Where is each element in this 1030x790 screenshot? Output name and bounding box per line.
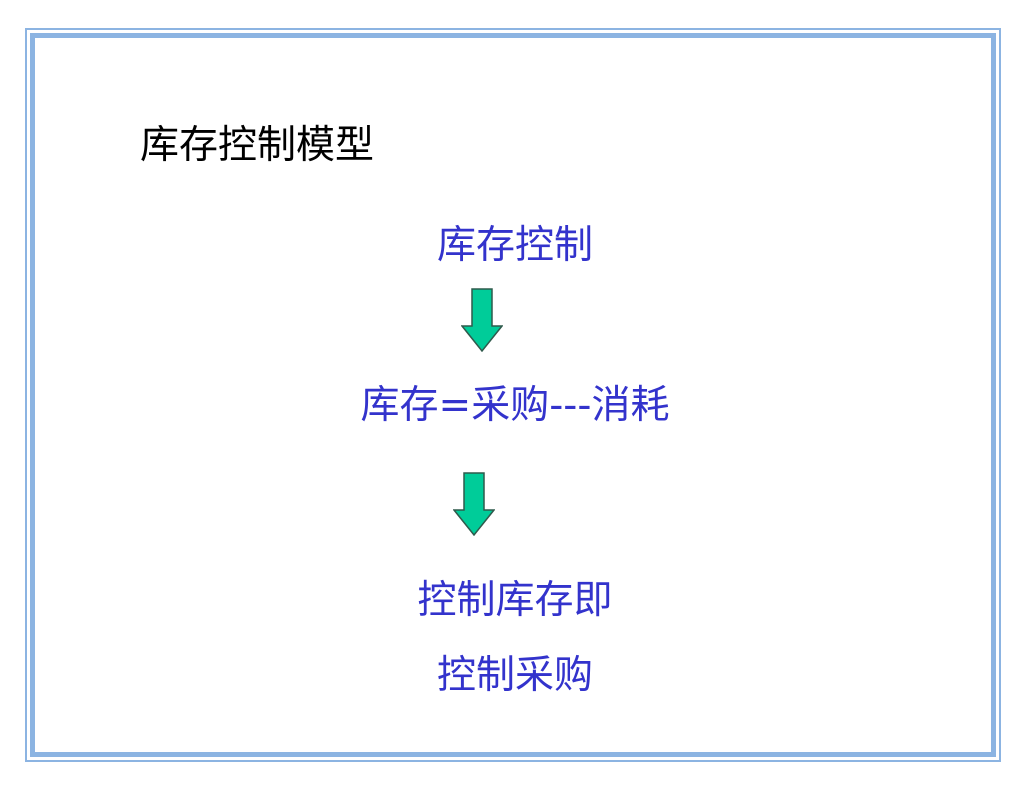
slide-frame-inner [30,33,996,757]
down-arrow-icon [461,288,503,352]
node-conclusion-line2: 控制采购 [436,653,593,698]
node-inventory-control: 库存控制 [436,223,593,268]
slide-frame-outer [25,28,1001,762]
down-arrow-icon [453,472,495,536]
slide-title: 库存控制模型 [140,123,375,168]
node-conclusion-line1: 控制库存即 [417,578,613,623]
node-inventory-formula: 库存=采购---消耗 [360,383,670,428]
